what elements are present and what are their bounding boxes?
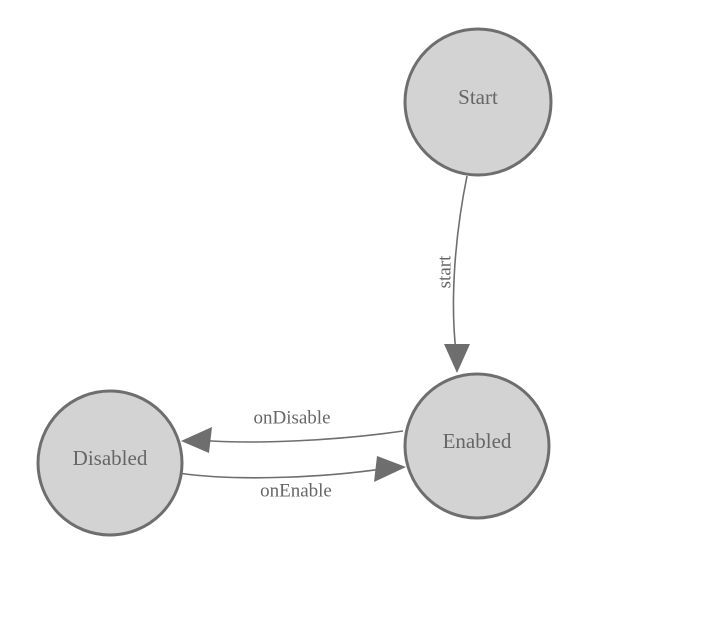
state-label-start: Start — [458, 85, 498, 109]
edge-label-on-enable: onEnable — [260, 480, 332, 501]
state-label-enabled: Enabled — [443, 429, 512, 453]
state-node-enabled[interactable]: Enabled — [403, 372, 551, 520]
state-circle-start — [403, 27, 553, 177]
state-node-start[interactable]: Start — [403, 27, 553, 177]
transition-enabled-to-disabled[interactable] — [181, 427, 404, 453]
arrowhead-disabled-to-enabled — [374, 456, 406, 482]
state-label-disabled: Disabled — [73, 446, 148, 470]
edge-label-on-disable: onDisable — [253, 407, 330, 428]
state-node-disabled[interactable]: Disabled — [36, 389, 184, 537]
edge-label-start: start — [434, 255, 455, 288]
state-circle-disabled — [36, 389, 184, 537]
arrowhead-enabled-to-disabled — [181, 427, 212, 453]
edge-line-enabled-to-disabled — [196, 430, 404, 443]
edge-line-start-to-enabled — [452, 175, 468, 353]
transition-disabled-to-enabled[interactable] — [177, 456, 406, 482]
arrowhead-start-to-enabled — [444, 344, 470, 373]
edge-line-disabled-to-enabled — [177, 467, 389, 479]
state-circle-enabled — [403, 372, 551, 520]
transition-start-to-enabled[interactable] — [444, 175, 470, 373]
